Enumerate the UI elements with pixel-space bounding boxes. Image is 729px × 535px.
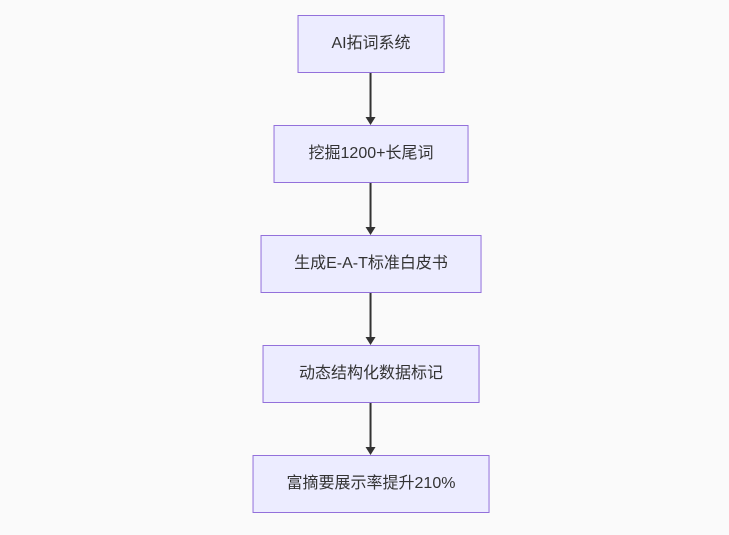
arrow-head-icon [366,227,376,235]
arrow-head-icon [366,117,376,125]
flow-node-eat-whitepaper: 生成E-A-T标准白皮书 [260,235,482,293]
arrow-head-icon [366,337,376,345]
arrow-shaft [370,73,372,117]
arrow-edge-1 [366,73,376,125]
flow-node-rich-snippet-result: 富摘要展示率提升210% [252,455,490,513]
arrow-head-icon [366,447,376,455]
arrow-shaft [370,403,372,447]
flow-node-longtail-mining: 挖掘1200+长尾词 [273,125,469,183]
arrow-edge-4 [366,403,376,455]
arrow-shaft [370,293,372,337]
arrow-shaft [370,183,372,227]
flow-node-structured-data: 动态结构化数据标记 [262,345,480,403]
flow-node-ai-word-system: AI拓词系统 [297,15,445,73]
flowchart: AI拓词系统 挖掘1200+长尾词 生成E-A-T标准白皮书 动态结构化数据标记… [252,15,490,513]
arrow-edge-2 [366,183,376,235]
arrow-edge-3 [366,293,376,345]
